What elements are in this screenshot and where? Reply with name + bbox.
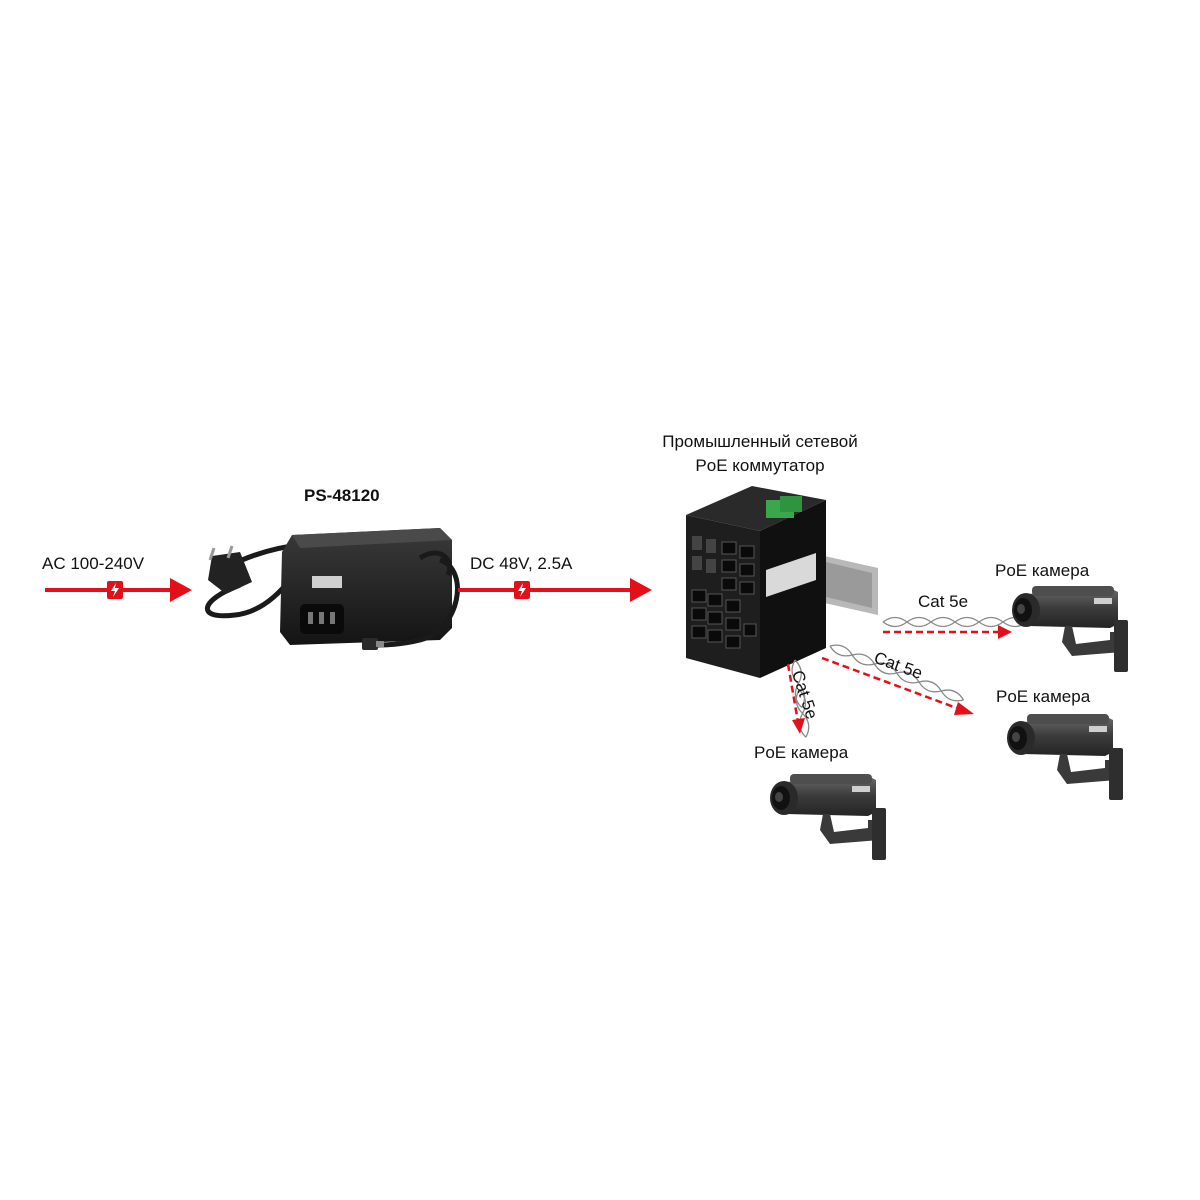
camera-icon (1007, 714, 1123, 800)
dc-output-label: DC 48V, 2.5A (470, 554, 573, 573)
psu-model-label: PS-48120 (304, 486, 380, 505)
camera-icon (770, 774, 886, 860)
camera-mid-label: PoE камера (996, 687, 1091, 706)
network-switch-icon (686, 486, 878, 678)
lightning-icon (514, 581, 530, 599)
ac-input-arrow (45, 578, 192, 602)
cable-mid (821, 641, 974, 715)
lightning-icon (107, 581, 123, 599)
cable-down (786, 658, 811, 739)
camera-icon (1012, 586, 1128, 672)
power-adapter-icon (204, 528, 460, 650)
ac-input-label: AC 100-240V (42, 554, 145, 573)
cable-top (882, 616, 1028, 639)
camera-top-label: PoE камера (995, 561, 1090, 580)
dc-output-arrow (458, 578, 652, 602)
cable-top-label: Cat 5e (918, 592, 969, 611)
twisted-pair-cable-icon (882, 616, 1028, 628)
switch-title-line1: Промышленный сетевой (662, 432, 858, 451)
camera-bottom-label: PoE камера (754, 743, 849, 762)
switch-title-line2: PoE коммутатор (695, 456, 825, 475)
